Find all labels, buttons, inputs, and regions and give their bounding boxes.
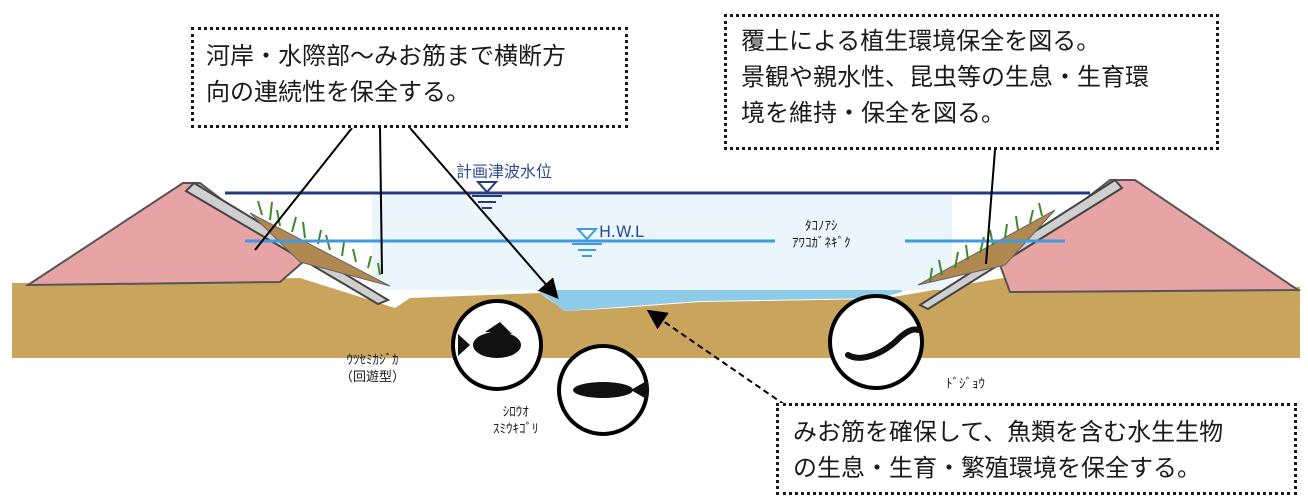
icefish-label: ｼﾛｳｵ ｽﾐｳｷｺﾞﾘ xyxy=(493,405,539,437)
pointer-line xyxy=(985,149,996,265)
hwl-label: H.W.L xyxy=(599,222,644,241)
pointer-line xyxy=(254,127,353,251)
grass-icon xyxy=(257,200,1043,283)
pointer-arrow xyxy=(646,309,786,406)
callout-vegetation: 覆土による植生環境保全を図る。 景観や親水性、昆虫等の生息・生育環 境を維持・保… xyxy=(724,14,1219,150)
callout-aquatic-habitat: みお筋を確保して、魚類を含む水生生物 の生息・生育・繁殖環境を保全する。 xyxy=(776,403,1297,495)
callout-lateral-continuity: 河岸・水際部～みお筋まで横断方 向の連続性を保全する。 xyxy=(191,27,628,128)
water-level-marker-icon xyxy=(472,181,502,209)
tsunami-level-label: 計画津波水位 xyxy=(456,162,553,181)
goby-label: ｳﾂｾﾐｶｼﾞｶ （回遊型） xyxy=(340,353,406,385)
water-level-marker-icon xyxy=(572,228,602,257)
callout-text: 覆土による植生環境保全を図る。 xyxy=(741,27,1101,55)
callout-text: の生息・生育・繁殖環境を保全する。 xyxy=(793,454,1201,482)
left-bank-soil xyxy=(249,212,391,287)
loach-circle xyxy=(828,294,924,390)
callout-text: 境を維持・保全を図る。 xyxy=(741,99,1005,127)
icefish-icon xyxy=(573,380,648,400)
rockfish-icon xyxy=(458,322,521,358)
pointer-arrow xyxy=(409,127,559,300)
vegetation-label: ﾀｺﾉｱｼ ｱﾜｺｶﾞﾈｷﾞｸ xyxy=(792,219,851,251)
loach-icon xyxy=(845,326,921,361)
callout-text: 向の連続性を保全する。 xyxy=(206,78,470,106)
pointer-line xyxy=(379,127,383,275)
loach-label: ﾄﾞｼﾞｮｳ xyxy=(946,377,985,392)
callout-text: 景観や親水性、昆虫等の生息・生育環 xyxy=(741,63,1149,91)
callout-text: 河岸・水際部～みお筋まで横断方 xyxy=(206,42,566,70)
callout-text: みお筋を確保して、魚類を含む水生生物 xyxy=(793,418,1224,446)
